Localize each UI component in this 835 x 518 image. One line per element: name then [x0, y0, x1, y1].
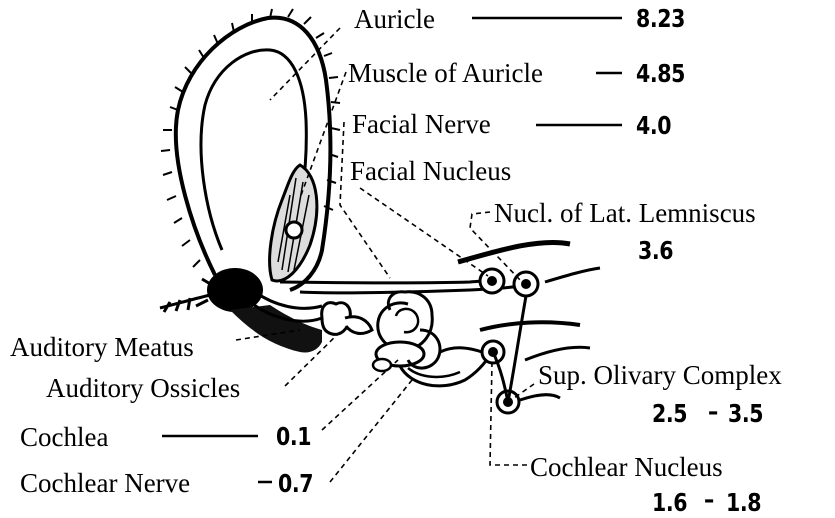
facial-nucleus-dot: [487, 276, 497, 286]
label-auricle: Auricle: [354, 6, 435, 33]
value-sup-olivary-low: 2.5: [652, 401, 687, 426]
brainstem-outline-mid: [480, 322, 580, 330]
brainstem-outline-top: [458, 242, 570, 262]
leader-facial-nucleus: [360, 188, 488, 276]
value-cochlea: 0.1: [276, 424, 311, 449]
value-cochlear-nerve: 0.7: [278, 471, 313, 496]
range-dash-cochlear-nucleus: –: [704, 487, 714, 512]
range-dash-sup-olivary: –: [708, 399, 718, 424]
facial-nerve-path: [280, 280, 492, 283]
label-auditory-meatus: Auditory Meatus: [10, 334, 194, 361]
label-facial-nucleus: Facial Nucleus: [350, 158, 511, 185]
cochlea-window: [373, 359, 391, 371]
label-cochlear-nucleus: Cochlear Nucleus: [530, 454, 723, 481]
brainstem-outline-lower: [525, 347, 590, 360]
head-shading: [230, 305, 322, 353]
ossicles-stapes: [345, 317, 372, 334]
value-cochlear-nucleus-low: 1.6: [652, 490, 687, 515]
value-auricle: 8.23: [636, 6, 685, 31]
leader-cochlear-nerve: [330, 380, 412, 482]
label-sup-olivary-complex: Sup. Olivary Complex: [538, 362, 782, 389]
label-cochlear-nerve: Cochlear Nerve: [20, 470, 190, 497]
label-nucl-lat-lemniscus: Nucl. of Lat. Lemniscus: [494, 200, 756, 227]
value-cochlear-nucleus-high: 1.8: [726, 490, 761, 515]
muscle-attachment-circle: [286, 222, 302, 238]
brainstem-outline-bottom: [520, 395, 560, 400]
label-muscle-of-auricle: Muscle of Auricle: [348, 60, 543, 87]
value-nucl-lat-lemniscus: 3.6: [638, 238, 673, 263]
value-sup-olivary-high: 3.5: [728, 401, 763, 426]
label-facial-nerve: Facial Nerve: [352, 111, 491, 138]
leader-facial-nerve: [340, 122, 390, 278]
ear-lower-hair: [160, 279, 212, 312]
value-muscle-of-auricle: 4.85: [636, 61, 685, 86]
cochlear-nerve-path-2: [408, 368, 460, 377]
leader-auricle: [270, 28, 340, 100]
label-cochlea: Cochlea: [20, 424, 108, 451]
cochlea-to-brainstem: [440, 348, 482, 352]
value-facial-nerve: 4.0: [636, 113, 671, 138]
brainstem-outline-right: [545, 268, 600, 282]
label-auditory-ossicles: Auditory Ossicles: [46, 375, 240, 402]
lat-lemniscus-dot: [521, 279, 531, 289]
